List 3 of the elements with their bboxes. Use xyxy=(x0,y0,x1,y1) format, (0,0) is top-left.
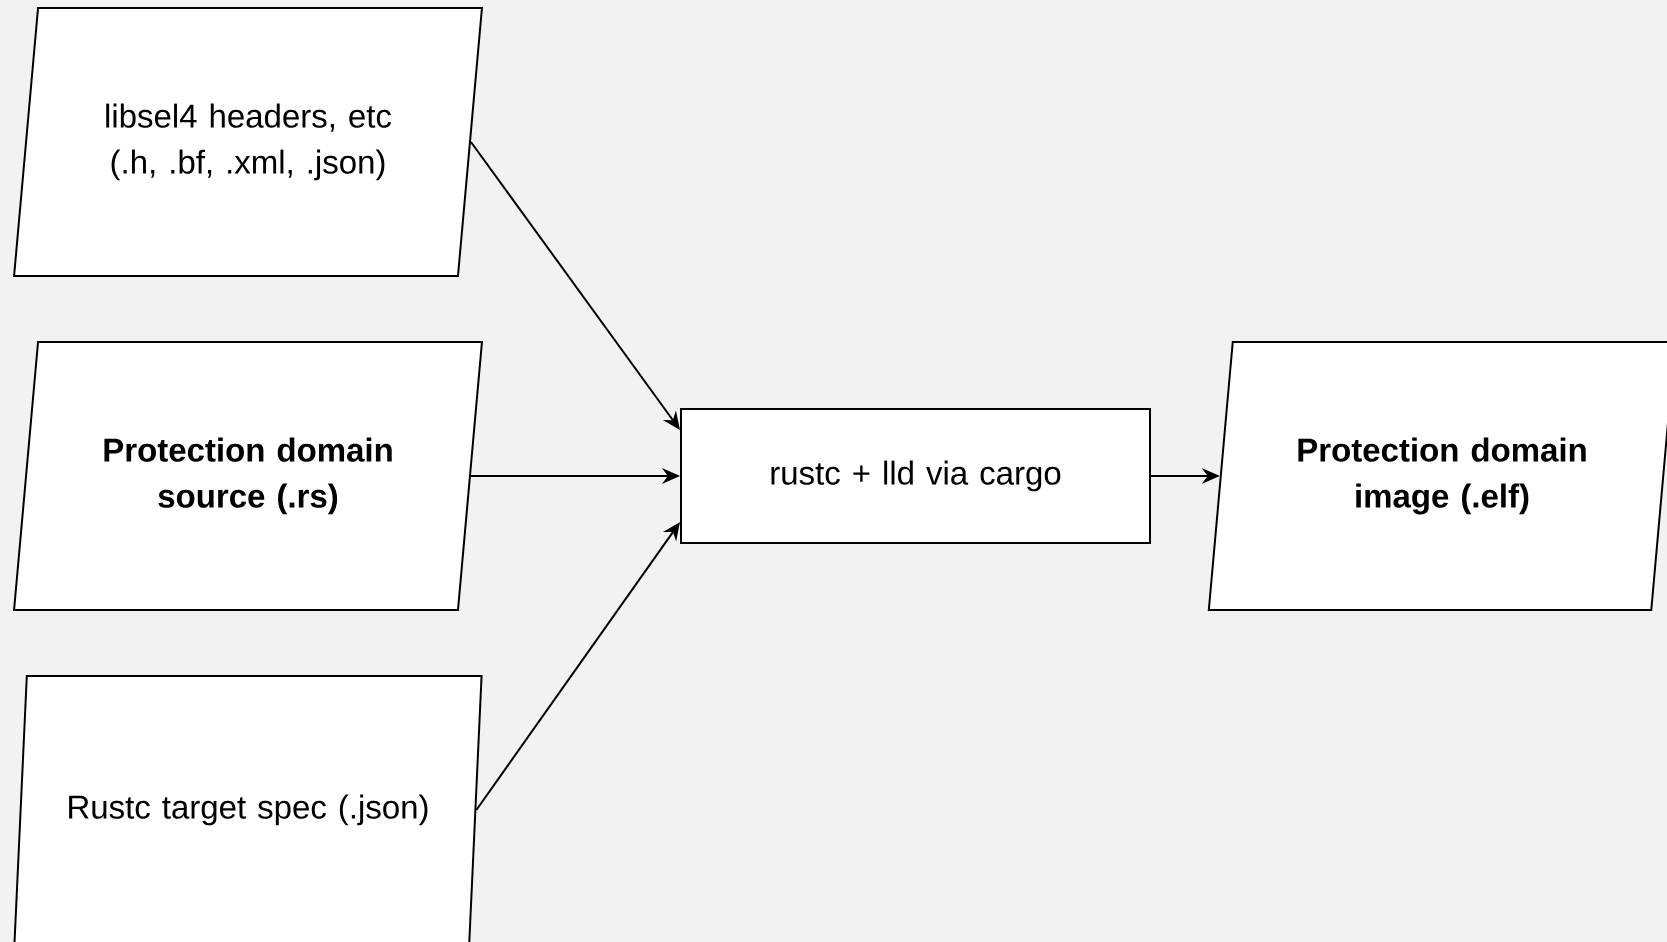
process-box: rustc + lld via cargo xyxy=(680,408,1151,544)
output-parallelogram: Protection domain image (.elf) xyxy=(1207,341,1667,611)
input-parallelogram: Rustc target spec (.json) xyxy=(13,675,483,942)
